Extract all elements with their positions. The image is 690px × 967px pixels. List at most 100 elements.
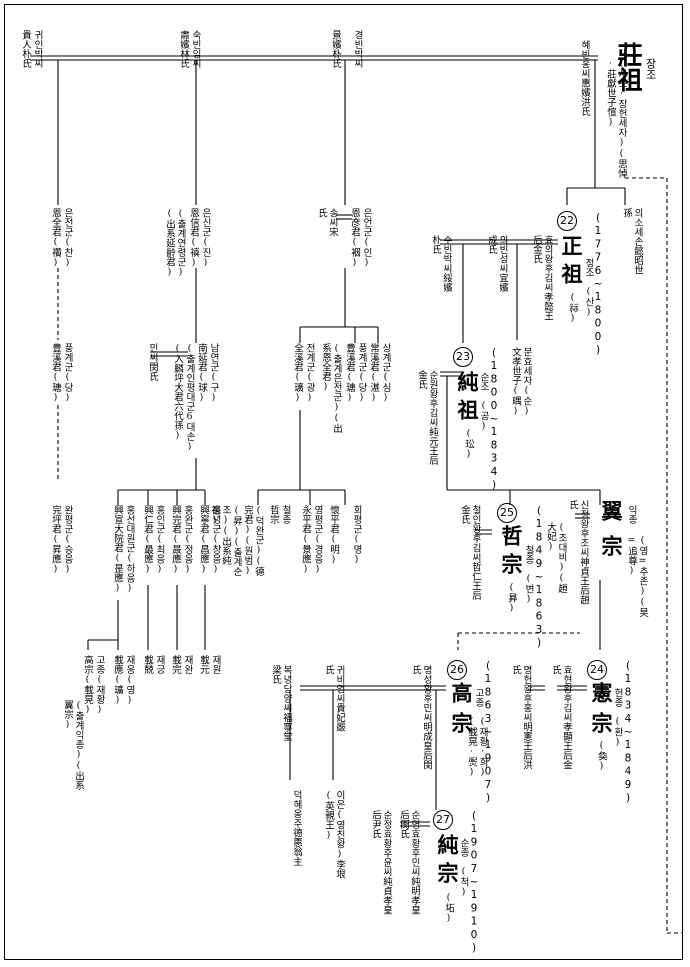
king23-char1: 純 [455,371,480,392]
jaegeung-hanja: 載兢 [142,655,153,674]
sunwon-queen: 순원왕후김씨純元王后金氏 [416,370,438,465]
king25-number: 25 [497,503,517,523]
jaewan: 재완 [182,655,193,674]
king26-hangul: 고종 [473,688,484,707]
ikjong-hangul: 익종 [626,505,637,524]
eunjeon-gun: 은전군(찬) [62,208,73,268]
king22-hanja: (祘) [567,292,578,324]
jaewon-hanja: 載元 [198,655,209,674]
cheoljong-hangul: 철종 [280,505,291,524]
king22-char1: 正 [559,235,584,256]
king23-name: (공) [478,400,489,432]
king27-name: (척) [458,866,469,898]
gojong-as-son-hanja: 高宗(載晃) [82,655,93,715]
cheoljong-hanja: 哲宗 [268,505,279,524]
ikjong-note: (영=추존)(旲=追尊) [626,535,648,617]
king26-note: (재황·희)(載晃·㷩) [466,716,488,778]
ikjong-char2: 宗 [599,535,624,556]
king27-char1: 純 [435,834,460,855]
punggye-note: (출계은전군)(出系恩全君) [320,343,342,433]
gyeongbin-park-hanja: 景嬪朴氏 [330,30,341,68]
heungin-gun-hanja: 興仁君(最應) [142,505,153,575]
jangjo-hangul: 장조 [644,58,657,80]
king23-hangul: 순조 [478,372,489,391]
king27-hangul: 순종 [458,838,469,857]
king25-hanja: (昪) [506,582,517,614]
sanggye-gun: 상계군(심) [380,343,391,403]
king22-name: (산) [583,286,594,318]
yeongpyeong-gun-hanja: 永平君(景應) [300,505,311,575]
eunjeon-gun-hanja: 恩全君(禶) [50,208,61,268]
jaeeung: 재응(영) [124,655,135,706]
heungwan-gun-hanja: 興完君(晸應) [170,505,181,575]
yeongpyeong-gun: 영평군(경응) [312,505,323,575]
gwiin-park: 귀인박씨 [32,30,43,68]
king26-char2: 宗 [449,712,474,733]
euneon-gun-hanja: 恩彦君(裀) [349,208,360,268]
cheorin-queen: 철인왕후김씨哲仁王后金氏 [459,505,481,600]
euneon-gun: 은언군(인) [361,208,372,268]
king24-hangul: 헌종 [612,688,623,707]
king27-years: (1907~1910) [468,810,480,956]
namyeon-gun: 남연군(구) [208,343,219,403]
king23-hanja: (玜) [463,428,474,460]
hyoui-queen: 효의왕후김씨孝懿王后金氏 [531,235,553,321]
jaewon: 재원 [210,655,221,674]
heungnyeong-gun: 흥녕군(창응) [210,505,221,575]
myeongseong-queen: 명성황후민씨明成皇后閔氏 [410,665,432,770]
heungseon-daewongun: 흥선대원군(하응) [124,505,135,594]
king26-number: 26 [447,660,467,680]
jo-daebi: (조대비)(趙大妃) [545,522,567,593]
moonhyo-seja: 문효세자(순)文孝世子(㬂) [510,347,532,417]
eunjeon-adopted-son-hanja: 豊溪君(瑭) [50,343,61,403]
heungnyeong-gun-hanja: 興寧君(昌應) [198,505,209,575]
king25-years: (1849~1863) [533,505,545,651]
min-ssi: 민씨閔氏 [147,343,158,381]
king24-years: (1834~1849) [622,660,634,806]
sinjeong-queen: 신정왕후조씨神貞王后趙氏 [567,500,589,605]
jaeeung-hanja: 載應(㼅) [112,655,123,706]
sunmyeong-queen: 순명효황후민씨純明孝皇后閔氏 [398,810,420,915]
gwiin-park-hanja: 貴人朴氏 [20,30,31,68]
punggye-gun-hanja: 豊溪君(瑭) [344,343,355,403]
king27-hanja: (坧) [443,892,454,924]
king23-number: 23 [453,347,473,367]
gyeongbin-park: 경빈박씨 [352,30,363,68]
sunjeong-queen: 순정효황후윤씨純貞孝皇后尹氏 [370,810,392,915]
king23-char2: 祖 [455,399,480,420]
king22-years: (1776~1800) [592,212,604,358]
eunjeon-adopted-son: 풍계군(당) [62,343,73,403]
hoepyeong-gun: 회평군(명) [351,505,362,565]
namyeon-gun-hanja: 南延君(球) [196,343,207,403]
hyohyeon-queen: 효현왕후김씨孝顯王后金氏 [550,665,572,770]
jangjo-detail: (사도·장헌세자)(思悼·莊獻世子愃) [605,58,627,178]
ikjong-char1: 翼 [599,500,624,521]
jaegeung: 재긍 [154,655,165,674]
cheoljong-note: (덕완군)(德完君)(원범)(昇)(출계순조)(出系純祖) [209,505,264,576]
wanpyeong-gun: 완평군(승응) [62,505,73,575]
king26-char1: 高 [449,682,474,703]
king27-char2: 宗 [435,862,460,883]
jangjo-title: 莊祖 [614,42,643,92]
jeongye-gun-hanja: 全溪君(㼅) [292,343,303,403]
heungseon-daewongun-hanja: 興宣大院君(昰應) [112,505,123,594]
eunsin-note: (출계연령군)(出系延齡君) [164,208,186,278]
hyebin-hong: 혜빈홍씨惠嬪洪氏 [579,40,590,116]
page-frame [4,4,683,960]
sukbin-im: 숙빈임씨 [190,30,201,68]
king26-years: (1863~1907) [482,660,494,806]
deokhye-ongju: 덕혜옹주德惠翁主 [291,790,302,866]
wanpyeong-gun-hanja: 完坪君(昇應) [50,505,61,575]
heungin-gun: 흥인군(최응) [154,505,165,575]
gwibi-eom: 귀비엄씨貴妃嚴氏 [323,665,345,732]
namyeon-note1: (출계인평대군6대손) [184,343,195,452]
king24-number: 24 [587,660,607,680]
gojong-adoption-note: (출계익종)(出系翼宗) [62,700,84,790]
eunsin-gun: 은신군(진) [200,208,211,268]
king25-char2: 宗 [499,553,524,574]
namyeon-note2: (入麟坪大君六代孫) [172,343,183,441]
hoepyeong-gun-hanja: 懷平君(明) [328,505,339,565]
song-ssi: 송씨宋氏 [316,208,338,237]
king24-hanja: (奐) [596,740,607,772]
